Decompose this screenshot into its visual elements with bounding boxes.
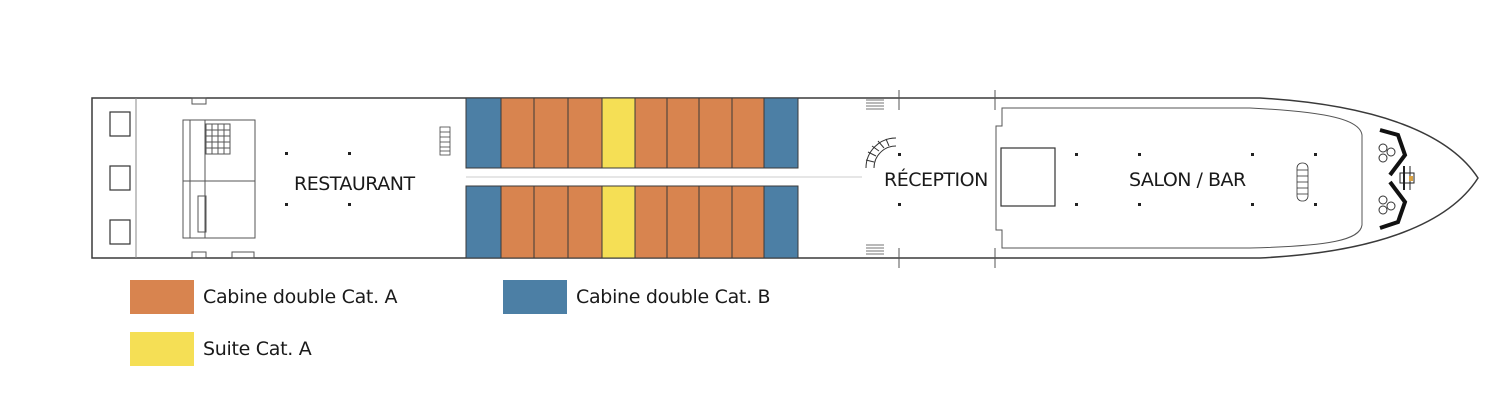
cabin-cabin-a: [698, 185, 733, 259]
stair-icon: [866, 99, 884, 255]
stair-icon: [1296, 162, 1309, 202]
cabin-cabin-b: [763, 97, 799, 169]
hull-outline: [91, 97, 1479, 259]
spiral-staircase-icon: [865, 137, 897, 169]
cabin-cabin-b: [465, 97, 502, 169]
salon-columns: [1075, 153, 1317, 206]
legend-suite-a: Suite Cat. A: [130, 332, 312, 366]
cabin-cabin-a: [698, 97, 733, 169]
legend-cabin-a: Cabine double Cat. A: [130, 280, 398, 314]
cabin-cabin-a: [500, 185, 535, 259]
stern-window: [109, 219, 131, 245]
legend-label-cabin-b: Cabine double Cat. B: [576, 286, 771, 308]
legend-swatch-cabin-b: [503, 280, 567, 314]
cabin-cabin-a: [567, 97, 603, 169]
bow-equipment: [1378, 128, 1415, 230]
legend-swatch-cabin-a: [130, 280, 194, 314]
reception-label: RÉCEPTION: [884, 168, 988, 191]
cabin-cabin-a: [500, 97, 535, 169]
cabin-row-bottom: [465, 185, 799, 259]
legend-label-cabin-a: Cabine double Cat. A: [203, 286, 398, 308]
stern-window: [109, 111, 131, 137]
restaurant-label: RESTAURANT: [294, 173, 415, 195]
cabin-cabin-a: [634, 185, 668, 259]
cabin-cabin-a: [731, 97, 765, 169]
cabin-cabin-a: [533, 185, 569, 259]
restaurant-columns: [285, 152, 351, 206]
cabin-suite-a: [601, 185, 636, 259]
salon-outline: [995, 107, 1363, 249]
legend-label-suite-a: Suite Cat. A: [203, 338, 312, 360]
stair-icon: [439, 126, 451, 156]
cabin-cabin-a: [533, 97, 569, 169]
cabin-suite-a: [601, 97, 636, 169]
cabin-row-top: [465, 97, 799, 169]
legend-swatch-suite-a: [130, 332, 194, 366]
cabin-cabin-a: [666, 185, 700, 259]
legend-cabin-b: Cabine double Cat. B: [503, 280, 771, 314]
cabin-cabin-b: [465, 185, 502, 259]
cabin-cabin-a: [666, 97, 700, 169]
salon-bar-label: SALON / BAR: [1129, 169, 1246, 191]
galley-block: [182, 119, 256, 239]
reception-desk: [1000, 147, 1056, 207]
stern-window: [109, 165, 131, 191]
cabin-cabin-a: [567, 185, 603, 259]
cabin-cabin-b: [763, 185, 799, 259]
cabin-cabin-a: [634, 97, 668, 169]
cabin-cabin-a: [731, 185, 765, 259]
